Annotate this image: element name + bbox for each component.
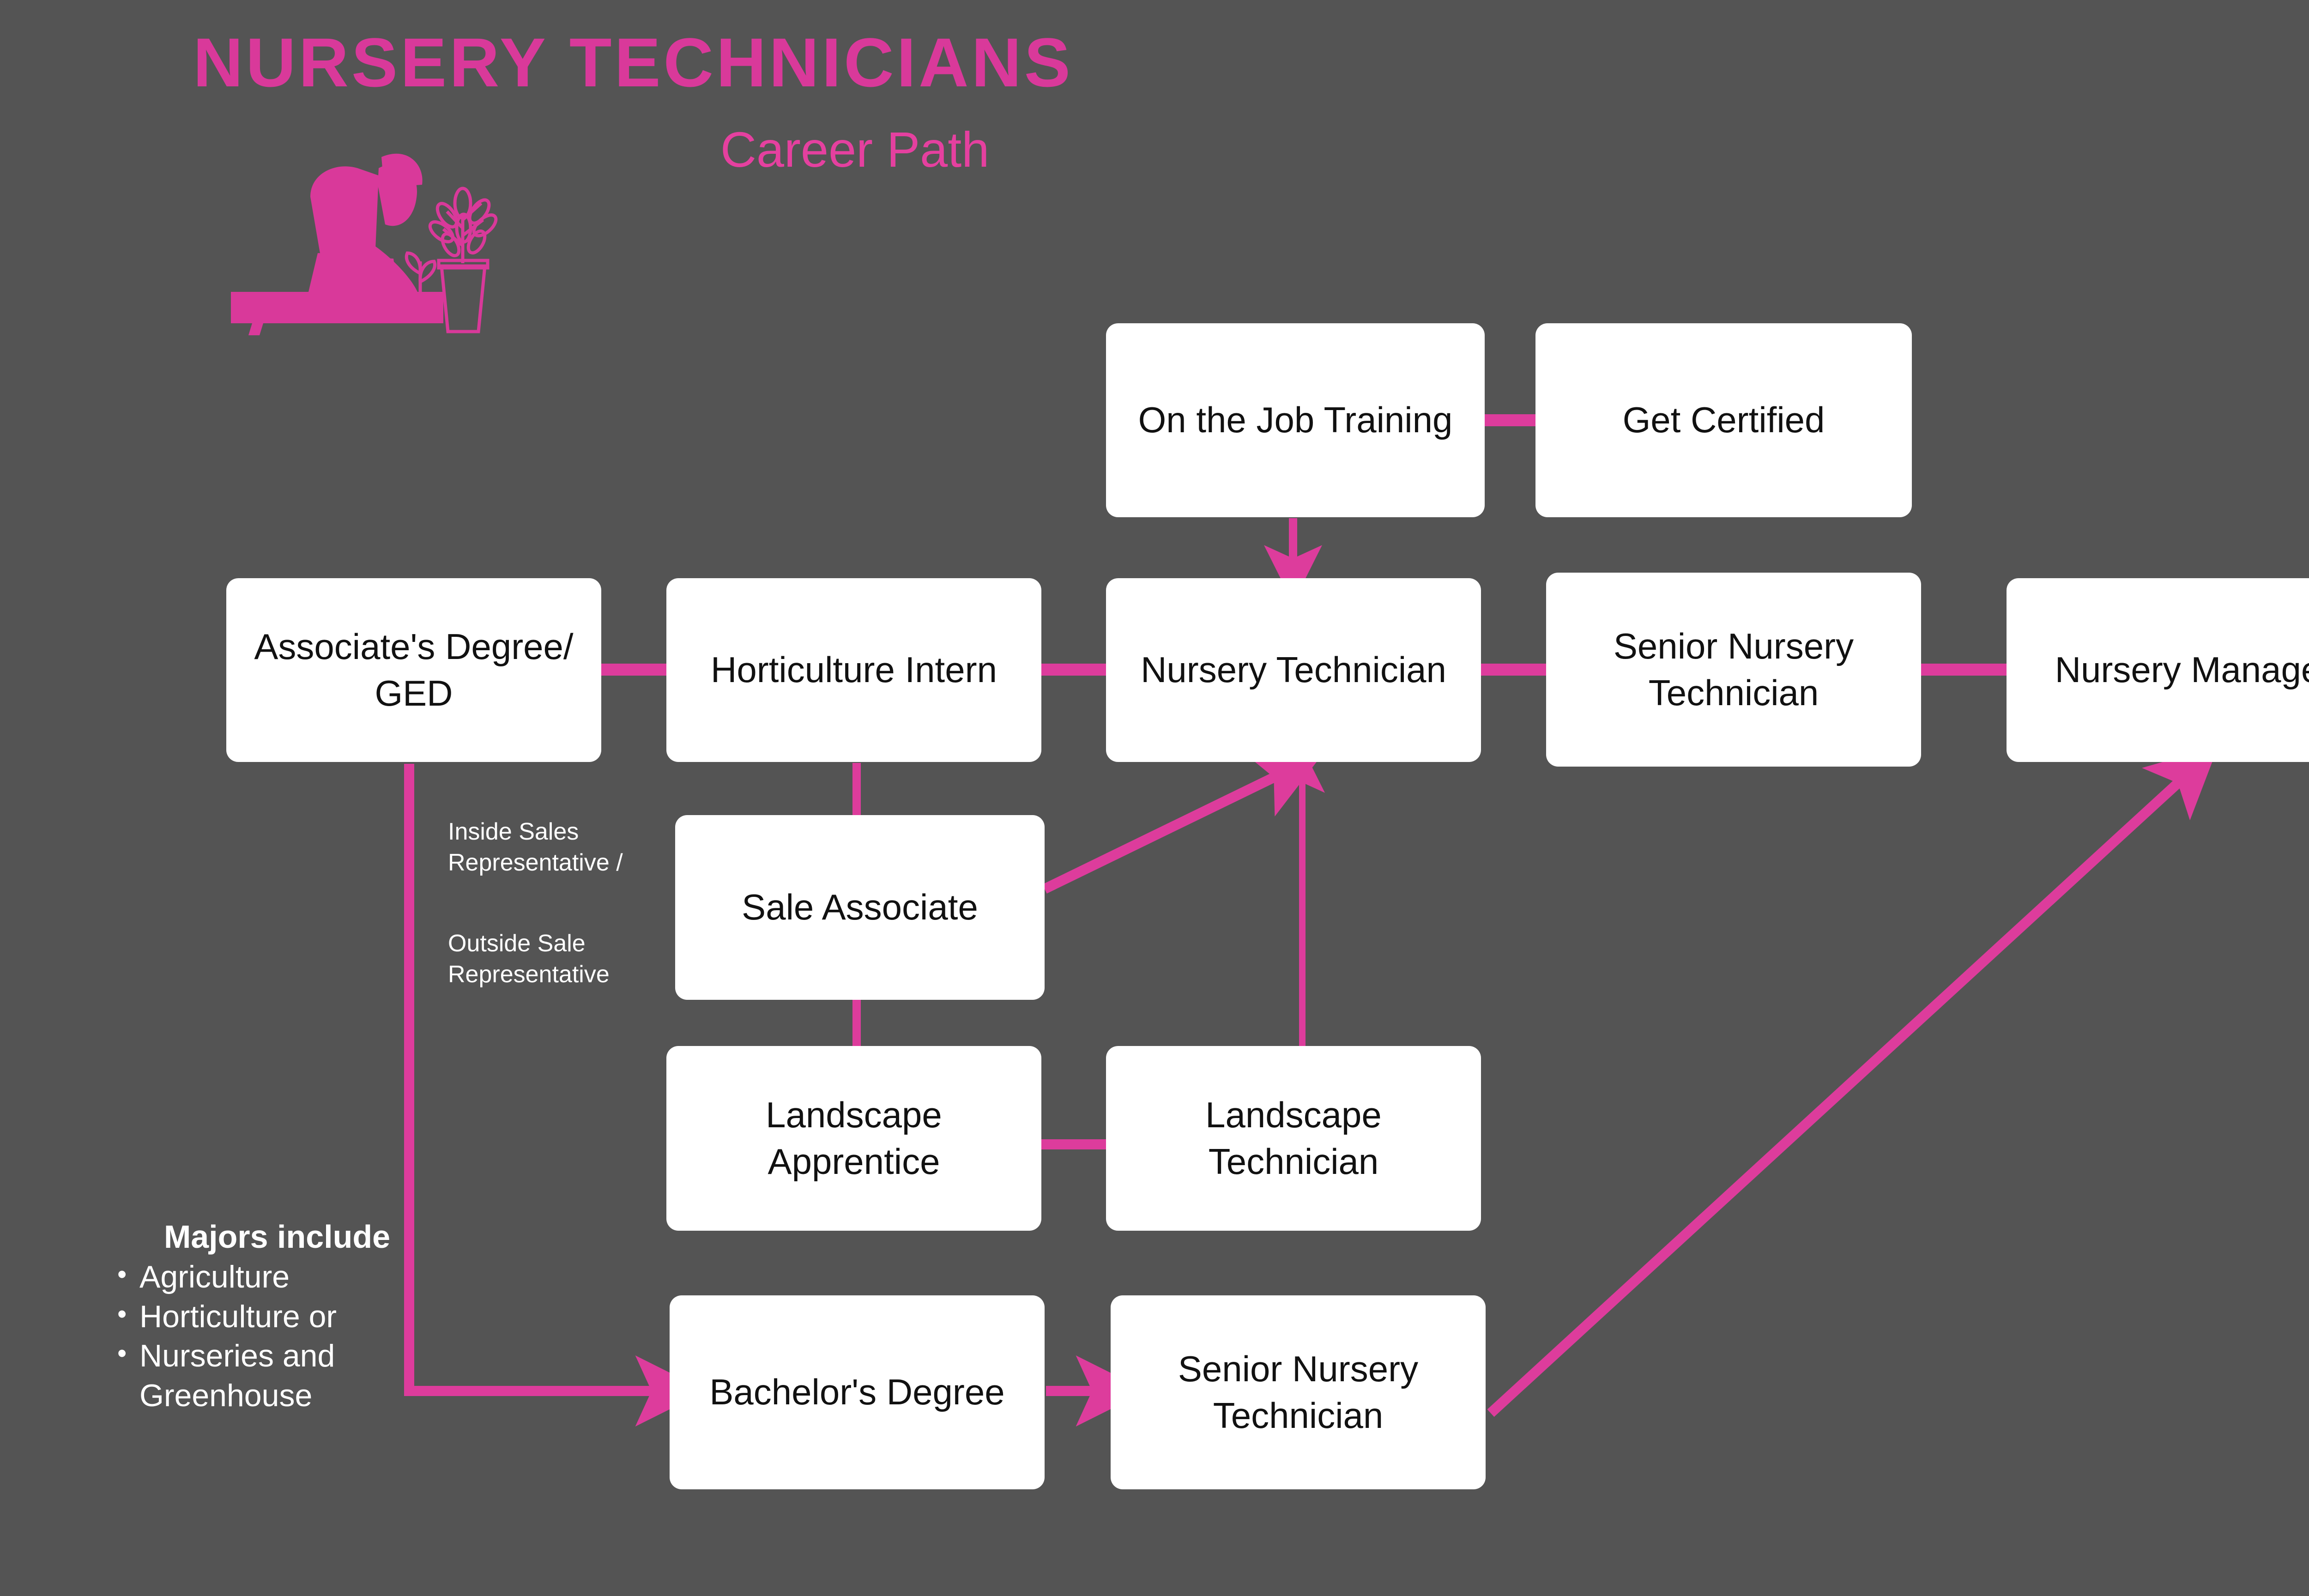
node-senior-nursery-technician-bottom[interactable]: Senior Nursery Technician <box>1111 1295 1486 1489</box>
node-label: Horticulture Intern <box>711 649 997 690</box>
node-label: Sale Associate <box>742 887 978 928</box>
page-subtitle: Career Path <box>720 121 990 177</box>
node-landscape-apprentice[interactable]: Landscape Apprentice <box>666 1046 1041 1231</box>
node-bachelors-degree[interactable]: Bachelor's Degree <box>670 1295 1045 1489</box>
node-label: Senior Nursery Technician <box>1613 625 1854 713</box>
majors-panel: Majors include Agriculture Horticulture … <box>111 1219 443 1416</box>
connector-associates-to-bachelors <box>404 764 665 1396</box>
list-item: Nurseries and Greenhouse <box>111 1336 443 1415</box>
label-inside-sales-representative: Inside Sales Representative / <box>448 818 623 876</box>
gardener-illustration <box>231 153 498 335</box>
node-nursery-manager[interactable]: Nursery Manager <box>2007 578 2309 762</box>
node-get-certified[interactable]: Get Certified <box>1535 323 1912 517</box>
node-label: Associate's Degree/ GED <box>254 626 574 713</box>
node-nursery-technician[interactable]: Nursery Technician <box>1106 578 1481 762</box>
connector-sale-associate-to-nursery-tech <box>1042 752 1324 894</box>
node-label: Get Certified <box>1622 399 1825 441</box>
node-label: On the Job Training <box>1138 399 1453 441</box>
node-associates-degree-ged[interactable]: Associate's Degree/ GED <box>226 578 601 762</box>
connector-senior-nursery-2-to-manager <box>1487 746 2218 1417</box>
node-on-the-job-training[interactable]: On the Job Training <box>1106 323 1485 517</box>
list-item: Agriculture <box>111 1257 443 1297</box>
node-label: Senior Nursery Technician <box>1178 1348 1419 1436</box>
node-label: Landscape Apprentice <box>766 1094 942 1182</box>
page-title: NURSERY TECHNICIANS <box>193 24 1073 101</box>
node-senior-nursery-technician[interactable]: Senior Nursery Technician <box>1546 573 1921 767</box>
node-label: Landscape Technician <box>1205 1094 1382 1182</box>
node-landscape-technician[interactable]: Landscape Technician <box>1106 1046 1481 1231</box>
node-horticulture-intern[interactable]: Horticulture Intern <box>666 578 1041 762</box>
node-label: Bachelor's Degree <box>709 1372 1005 1413</box>
majors-list: Agriculture Horticulture or Nurseries an… <box>111 1257 443 1416</box>
node-sale-associate[interactable]: Sale Associate <box>675 815 1045 1000</box>
label-outside-sale-representative: Outside Sale Representative <box>448 930 610 988</box>
node-label: Nursery Technician <box>1141 649 1446 690</box>
majors-heading: Majors include <box>163 1219 391 1255</box>
node-label: Nursery Manager <box>2055 649 2309 690</box>
list-item: Horticulture or <box>111 1297 443 1337</box>
